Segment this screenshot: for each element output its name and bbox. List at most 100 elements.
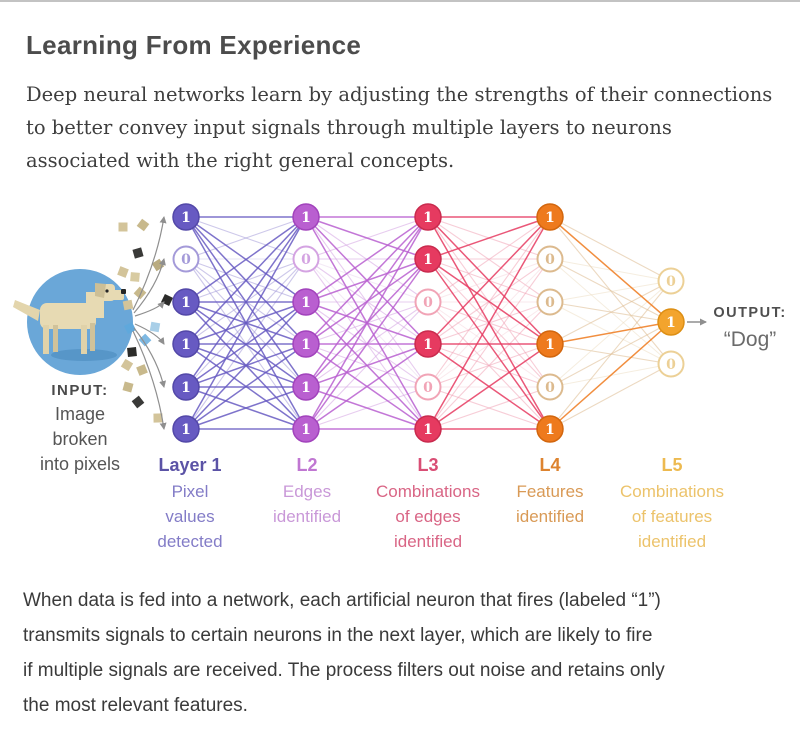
layer-2-desc: Edges identified [272,482,342,526]
node-l1-4 [172,330,200,358]
node-l4-4 [536,330,564,358]
connection-line [549,280,672,388]
connection-line [305,258,429,430]
input-caption: INPUT: Image broken into pixels [5,382,155,477]
node-value: 1 [181,337,191,353]
pixel-square [149,321,161,333]
node-l5-2 [657,308,685,336]
layer-5-label: L5 [661,455,683,475]
output-value: “Dog” [723,328,777,351]
layer-3-desc: Combinations of edges identified [376,482,480,551]
node-value: 0 [545,295,555,311]
connection-line [305,343,429,388]
node-l1-3 [172,288,200,316]
node-value: 1 [423,210,433,226]
connection-line [549,280,672,430]
node-l3-5 [414,373,442,401]
connection-line [427,216,551,345]
connection-line [549,258,672,323]
input-arrows [132,216,167,430]
node-value: 1 [301,380,311,396]
input-arrow [132,330,167,430]
connection-line [185,216,307,388]
node-value: 1 [423,422,433,438]
node-l2-2 [292,245,320,273]
pixel-square [138,333,152,347]
pixel-square [122,381,134,393]
layer-4-label: L4 [539,455,561,475]
node-value: 0 [545,380,555,396]
connection-line [427,258,551,345]
pixel-square [131,395,145,409]
node-l4-5 [536,373,564,401]
input-arrow [134,301,165,317]
node-value: 1 [666,315,676,331]
input-arrow [132,216,167,311]
pixel-square [160,293,174,307]
pixel-square [132,247,144,259]
connection-line [185,343,307,430]
connection-line [549,363,672,430]
connection-line [549,280,672,345]
node-value: 1 [301,210,311,226]
pixel-square [127,347,137,357]
layer-4-desc: Features identified [515,482,585,526]
pixel-square [118,222,128,232]
node-value: 1 [181,295,191,311]
node-value: 0 [545,252,555,268]
connection-line [305,216,429,345]
node-value: 1 [301,337,311,353]
node-value: 1 [423,252,433,268]
layer-2-caption: L2 Edges identified [232,453,382,529]
connection-line [185,386,307,430]
node-value: 0 [666,274,676,290]
dog-illustration [13,283,126,354]
node-value: 1 [301,422,311,438]
layer-1-label: Layer 1 [158,455,222,475]
node-l2-5 [292,373,320,401]
node-value: 0 [423,380,433,396]
node-l4-1 [536,203,564,231]
input-arrow [134,323,165,345]
connection-line [185,301,307,388]
layer-3-caption: L3 Combinations of edges identified [353,453,503,554]
connection-line [549,321,672,430]
node-value: 1 [301,295,311,311]
input-arrow [133,258,166,314]
node-value: 0 [666,357,676,373]
connection-line [185,216,307,430]
connection-line [305,216,429,388]
node-value: 0 [181,252,191,268]
connection-line [549,216,672,282]
node-value: 1 [181,422,191,438]
node-l3-6 [414,415,442,443]
node-l3-2 [414,245,442,273]
node-l5-1 [657,267,685,295]
node-l3-3 [414,288,442,316]
node-l4-2 [536,245,564,273]
layer-5-desc: Combinations of features identified [620,482,724,551]
node-l4-6 [536,415,564,443]
pixel-square [117,266,129,278]
node-value: 1 [545,210,555,226]
node-l1-5 [172,373,200,401]
node-value: 1 [545,422,555,438]
connection-line [185,216,307,303]
output-label: OUTPUT: [713,305,787,321]
pixel-square [130,272,140,282]
node-value: 1 [423,337,433,353]
node-l3-1 [414,203,442,231]
node-value: 0 [301,252,311,268]
intro-paragraph: Deep neural networks learn by adjusting … [26,83,773,172]
pixel-square [136,218,150,232]
connection-line [427,216,551,260]
layer-5-caption: L5 Combinations of features identified [597,453,747,554]
pixel-square [136,364,148,376]
node-l2-6 [292,415,320,443]
connection-line [305,216,429,430]
node-l2-3 [292,288,320,316]
node-l2-1 [292,203,320,231]
node-l1-1 [172,203,200,231]
